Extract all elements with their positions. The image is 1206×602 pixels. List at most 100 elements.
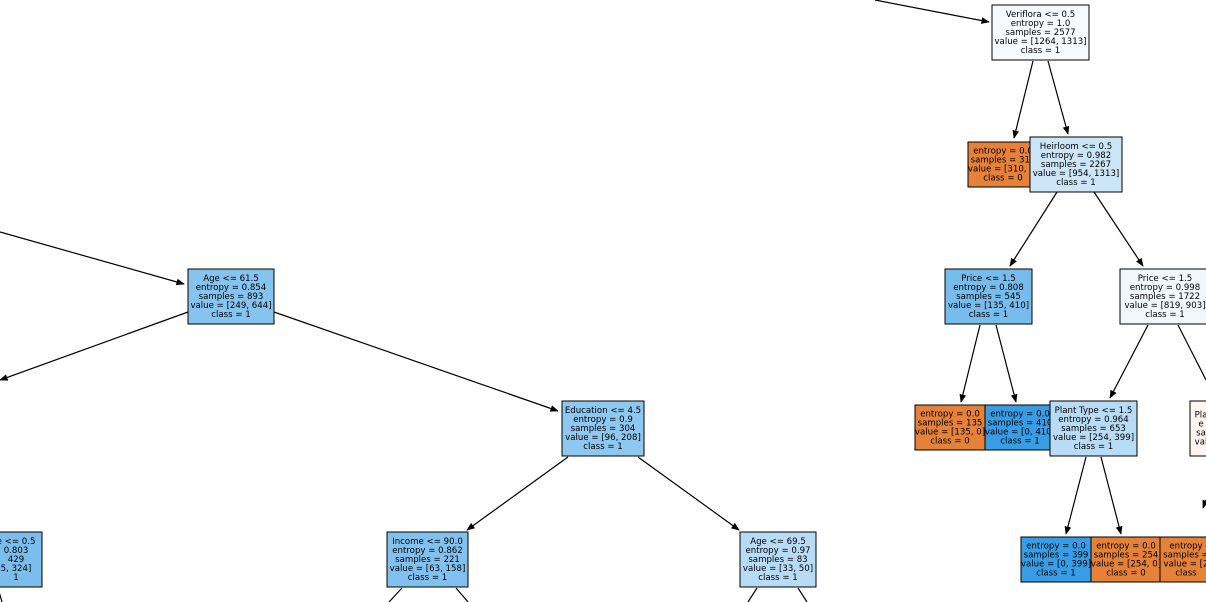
tree-node-line: class = 1	[969, 310, 1008, 320]
tree-node-box	[944, 268, 1033, 325]
tree-node-line: samples = 410	[988, 419, 1053, 429]
tree-node-line: class = 1	[211, 310, 250, 320]
tree-node-box	[991, 4, 1090, 61]
tree-node-line: samples = 1722	[1130, 292, 1200, 302]
tree-node-line: class	[1175, 569, 1197, 579]
tree-node-box	[187, 268, 275, 325]
tree-node-line: samples = 304	[571, 424, 636, 434]
tree-node-line: value = [135, 410]	[948, 301, 1029, 311]
tree-node-line: value = [2	[1164, 560, 1206, 570]
tree-node-line: Pla	[1195, 411, 1206, 421]
tree-node-line: e <= 0.5	[0, 537, 35, 547]
tree-edge-6	[995, 324, 1018, 403]
tree-node-line: samples = 83	[748, 555, 807, 565]
tree-node-line: value = [63, 158]	[390, 564, 466, 574]
tree-node-box	[1020, 536, 1092, 583]
tree-edge-13	[0, 311, 189, 381]
tree-node-line: value = [249, 644]	[190, 301, 271, 311]
tree-node-line: samples = 221	[395, 555, 460, 565]
tree-node-line: value = [0, 399]	[1021, 560, 1091, 570]
tree-node-line: samples = 2577	[1005, 28, 1075, 38]
tree-edge-2	[1047, 60, 1070, 135]
tree-node-line: value = [819, 903]	[1124, 301, 1205, 311]
tree-node-line: sa	[1196, 429, 1206, 439]
tree-edge-19	[747, 587, 758, 602]
tree-edge-20	[797, 587, 808, 602]
tree-edge-21	[0, 592, 3, 602]
tree-node-line: Income <= 90.0	[392, 537, 463, 547]
tree-node-line: Veriflora <= 0.5	[1006, 10, 1075, 20]
tree-node-line: value = [96, 208]	[565, 433, 641, 443]
tree-node-line: entropy	[1169, 542, 1202, 552]
tree-node-box	[1189, 400, 1206, 457]
tree-edge-14	[273, 311, 559, 412]
tree-node-box	[386, 531, 469, 588]
tree-node-line: Price <= 1.5	[1138, 274, 1193, 284]
tree-edge-9	[1064, 456, 1087, 535]
tree-node-box	[1119, 268, 1206, 325]
tree-node-line: entropy = 0.854	[196, 283, 267, 293]
tree-node-box	[561, 400, 645, 457]
tree-node-line: entropy = 0.0	[990, 410, 1050, 420]
tree-node-box	[1029, 136, 1123, 193]
tree-node-line: samples =	[1163, 551, 1206, 561]
tree-node: Plaesaval	[1189, 400, 1206, 457]
tree-edge-15	[466, 456, 569, 531]
tree-node-line: entropy = 0.0	[1096, 542, 1156, 552]
tree-node-line: value = [954, 1313]	[1033, 169, 1120, 179]
tree-node-line: entropy = 0.982	[1041, 151, 1112, 161]
tree-edge-10	[1100, 456, 1123, 535]
tree-node-line: value = [0, 410]	[985, 428, 1055, 438]
tree-node-line: entropy = 0.964	[1058, 415, 1129, 425]
tree-node-line: Age <= 69.5	[750, 537, 806, 547]
tree-edge-0	[874, 0, 990, 24]
tree-node-box	[1090, 536, 1162, 583]
tree-node-line: entropy = 0.0	[1026, 542, 1086, 552]
tree-node-line: class = 0	[930, 437, 969, 447]
tree-node-line: class = 1	[583, 442, 622, 452]
tree-node-line: Education <= 4.5	[565, 406, 641, 416]
tree-node-box	[967, 141, 1039, 188]
tree-edge-16	[637, 456, 740, 531]
tree-node-line: Price <= 1.5	[961, 274, 1016, 284]
tree-node-line: 429	[8, 555, 24, 565]
tree-edge-7	[1109, 324, 1149, 399]
tree-node-line: value = [135, 0]	[915, 428, 985, 438]
tree-node-box	[914, 404, 986, 451]
tree-node-line: class = 1	[1036, 569, 1075, 579]
tree-node-line: samples = 893	[199, 292, 264, 302]
tree-node-line: samples = 545	[956, 292, 1021, 302]
tree-node-line: samples = 653	[1061, 424, 1126, 434]
tree-node-line: class = 1	[408, 573, 447, 583]
tree-node-line: samples = 254	[1094, 551, 1159, 561]
tree-node-line: class = 1	[1000, 437, 1039, 447]
tree-node-line: class = 1	[1056, 178, 1095, 188]
tree-node-line: Age <= 61.5	[203, 274, 259, 284]
tree-node-line: val	[1195, 438, 1206, 448]
tree-node-line: Heirloom <= 0.5	[1040, 142, 1112, 152]
tree-edge-5	[959, 324, 981, 403]
tree-node-line: 1	[13, 573, 18, 583]
tree-edge-1	[1012, 60, 1034, 139]
tree-node-line: entropy = 1.0	[1011, 19, 1071, 29]
tree-node-line: class = 0	[1106, 569, 1145, 579]
tree-edge-3	[1009, 191, 1058, 267]
tree-node-box	[1159, 536, 1206, 583]
tree-node-line: samples = 135	[918, 419, 983, 429]
tree-node-box	[0, 531, 43, 588]
tree-node-line: samples = 2267	[1041, 160, 1111, 170]
tree-node-box	[1049, 400, 1138, 457]
